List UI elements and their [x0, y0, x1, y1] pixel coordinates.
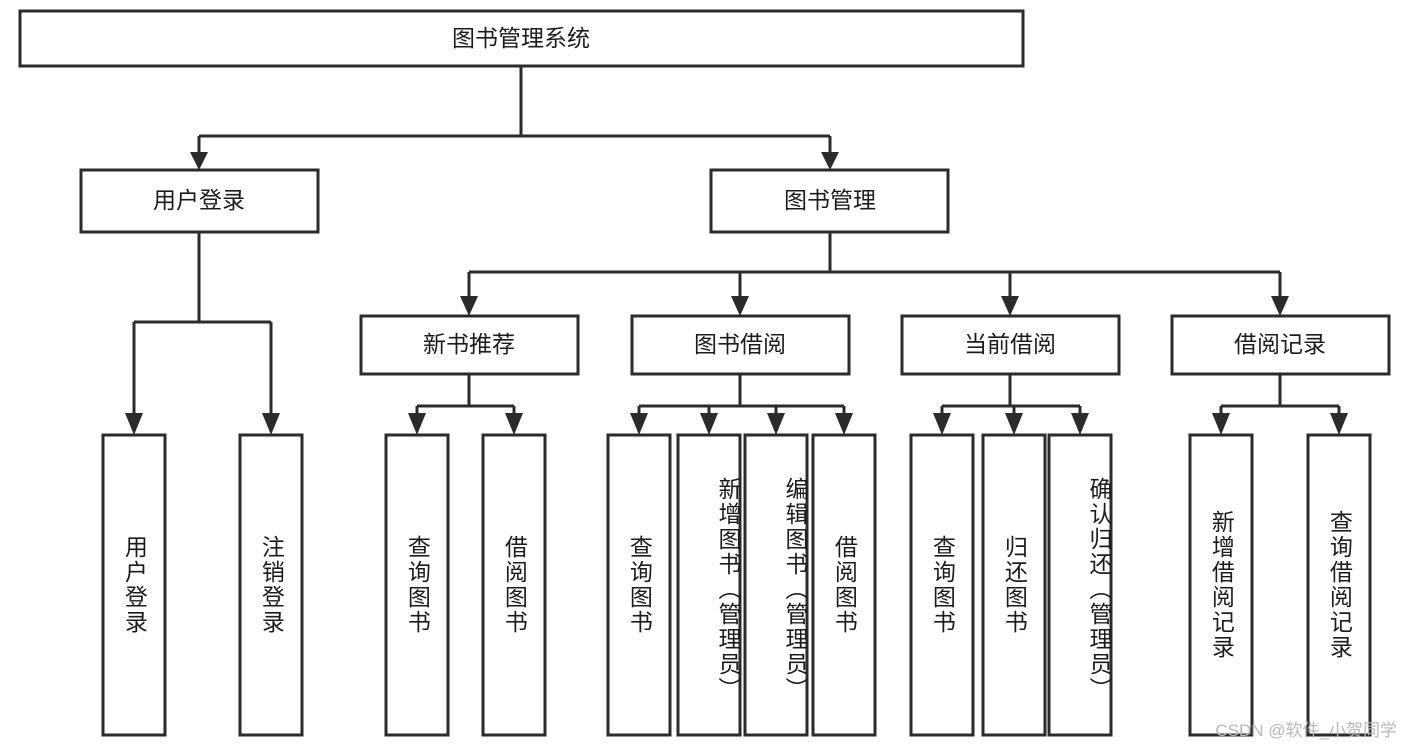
node-book-management[interactable]: 图书管理 [709, 168, 950, 234]
node-leaf-edit-book-box[interactable] [743, 433, 809, 737]
node-user-login-box[interactable] [79, 168, 320, 234]
arrow-to-new-book-recommend [460, 296, 478, 316]
connector-book-borrow-to-leaves [630, 374, 853, 435]
connector-root-to-level2 [190, 66, 839, 170]
csdn-watermark: CSDN @软件_小贺同学 [1215, 721, 1397, 740]
node-book-borrow[interactable]: 图书借阅 [630, 314, 851, 376]
arrow-to-leaf-logout [262, 413, 280, 435]
node-leaf-query-book-2-box[interactable] [606, 433, 672, 737]
arrow-to-leaf-user-login [125, 413, 143, 435]
node-book-borrow-label: 图书借阅 [694, 331, 786, 357]
node-leaf-return-book-box[interactable] [981, 433, 1047, 737]
arrow-to-leaf-query-book-1 [408, 413, 426, 435]
arrow-to-leaf-borrow-book-1 [505, 413, 523, 435]
arrow-to-leaf-query-book-2 [630, 413, 648, 435]
arrow-to-user-login [190, 152, 208, 170]
node-book-management-box[interactable] [709, 168, 950, 234]
arrow-to-leaf-add-book [700, 413, 718, 435]
node-leaf-query-book-1-box[interactable] [384, 433, 450, 737]
node-book-management-label: 图书管理 [784, 187, 876, 213]
arrow-to-leaf-query-book-3 [933, 413, 951, 435]
node-leaf-query-book-3-box[interactable] [909, 433, 975, 737]
node-root-label: 图书管理系统 [452, 25, 590, 51]
arrow-to-book-borrow [731, 296, 749, 316]
node-current-borrow-box[interactable] [900, 314, 1121, 376]
arrow-to-leaf-edit-book [767, 413, 785, 435]
node-leaf-add-record-box[interactable] [1188, 433, 1254, 737]
connector-borrow-records-to-leaves [1212, 374, 1348, 435]
connector-book-management-to-level3 [460, 232, 1289, 316]
node-borrow-records[interactable]: 借阅记录 [1170, 314, 1391, 376]
node-root[interactable]: 图书管理系统 [18, 9, 1025, 68]
node-new-book-recommend[interactable]: 新书推荐 [359, 314, 580, 376]
node-leaf-add-book-box[interactable] [676, 433, 742, 737]
node-current-borrow[interactable]: 当前借阅 [900, 314, 1121, 376]
arrow-to-leaf-return-book [1005, 413, 1023, 435]
arrow-to-leaf-query-record [1330, 413, 1348, 435]
node-leaf-confirm-return-box[interactable] [1047, 433, 1113, 737]
arrow-to-borrow-records [1271, 296, 1289, 316]
node-new-book-recommend-label: 新书推荐 [423, 331, 515, 357]
connector-current-borrow-to-leaves [933, 374, 1089, 435]
node-borrow-records-box[interactable] [1170, 314, 1391, 376]
node-root-box[interactable] [18, 9, 1025, 68]
node-borrow-records-label: 借阅记录 [1234, 331, 1326, 357]
node-book-borrow-box[interactable] [630, 314, 851, 376]
arrow-to-book-management [821, 152, 839, 170]
connector-new-book-recommend-to-leaves [408, 374, 523, 435]
node-new-book-recommend-box[interactable] [359, 314, 580, 376]
node-leaf-user-login-box[interactable] [101, 433, 167, 737]
node-user-login-label: 用户登录 [153, 187, 245, 213]
node-leaf-query-record-box[interactable] [1306, 433, 1372, 737]
arrow-to-leaf-confirm-return [1071, 413, 1089, 435]
arrow-to-leaf-add-record [1212, 413, 1230, 435]
node-leaf-borrow-book-2-box[interactable] [811, 433, 877, 737]
node-user-login[interactable]: 用户登录 [79, 168, 320, 234]
connector-user-login-to-leaves [125, 232, 280, 435]
arrow-to-leaf-borrow-book-2 [835, 413, 853, 435]
node-leaf-logout-box[interactable] [238, 433, 304, 737]
node-current-borrow-label: 当前借阅 [964, 331, 1056, 357]
arrow-to-current-borrow [1001, 296, 1019, 316]
node-leaf-borrow-book-1-box[interactable] [481, 433, 547, 737]
